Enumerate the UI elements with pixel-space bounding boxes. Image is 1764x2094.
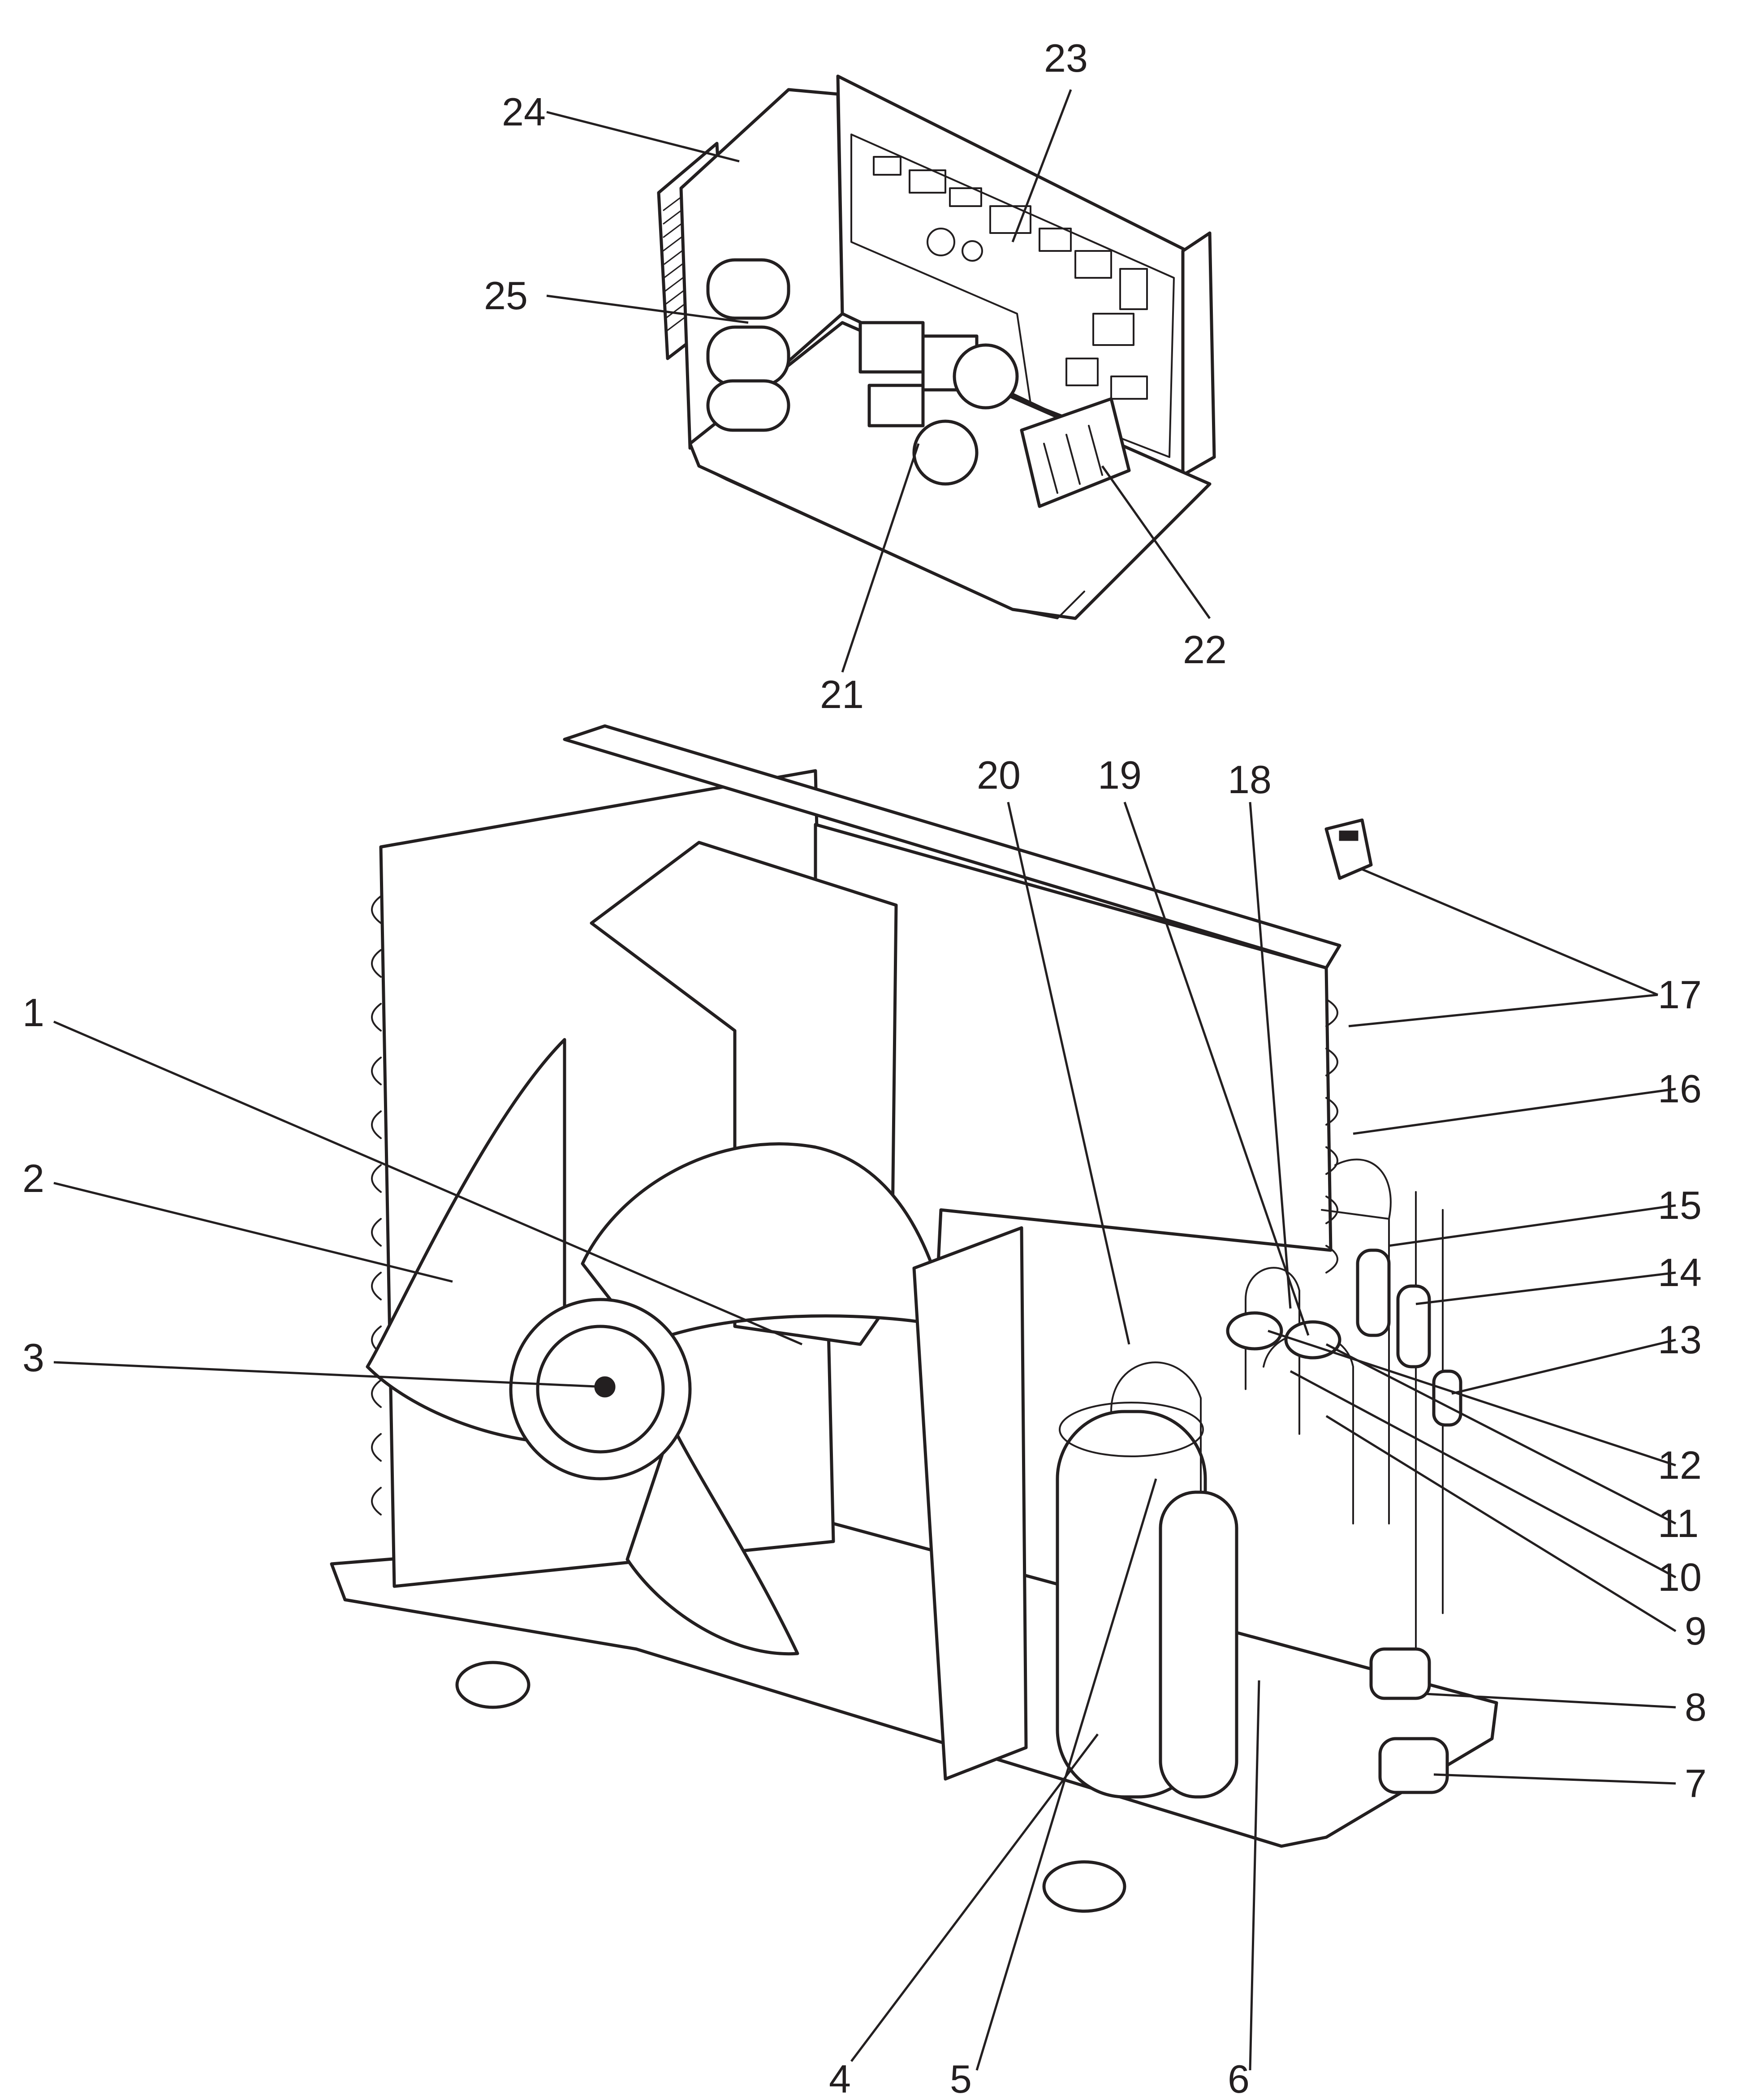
- callout-11: 11: [1658, 1501, 1699, 1546]
- callout-5: 5: [950, 2057, 972, 2094]
- wiring-connector: [1324, 818, 1373, 880]
- callout-9: 9: [1685, 1609, 1707, 1653]
- coil-right-bends: [1325, 998, 1338, 1274]
- foot-right: [1042, 1860, 1126, 1913]
- leader-22: [1101, 465, 1211, 619]
- top-rail: [563, 724, 1341, 970]
- leader-lines: [53, 89, 1677, 2071]
- leader-19: [1123, 802, 1310, 1336]
- leader-8: [1424, 1692, 1676, 1709]
- leader-13: [1451, 1338, 1676, 1395]
- outdoor-unit-assembly: [330, 724, 1498, 1913]
- callout-21: 21: [820, 672, 864, 717]
- callout-15: 15: [1658, 1183, 1702, 1227]
- box-right-wall: [1181, 231, 1216, 477]
- leader-3: [53, 1361, 605, 1388]
- callout-24: 24: [502, 90, 546, 134]
- callout-7: 7: [1685, 1761, 1707, 1805]
- fan-motor: [509, 1298, 692, 1481]
- propeller-fan: [366, 1038, 952, 1656]
- leader-24: [546, 111, 740, 163]
- leader-17a: [1362, 868, 1658, 996]
- leader-10: [1290, 1370, 1677, 1579]
- capacitors: [706, 258, 790, 432]
- callout-2: 2: [22, 1156, 44, 1200]
- callout-12: 12: [1658, 1443, 1702, 1487]
- box-front-flange: [698, 465, 1085, 619]
- leader-9: [1325, 1415, 1677, 1632]
- leader-25: [546, 294, 749, 324]
- foot-left: [455, 1661, 530, 1709]
- valve-cluster: [1226, 1248, 1462, 1427]
- callout-13: 13: [1658, 1317, 1702, 1362]
- accumulator: [1159, 1490, 1238, 1799]
- callout-19: 19: [1098, 753, 1142, 797]
- callout-4: 4: [829, 2057, 851, 2094]
- callout-23: 23: [1044, 36, 1088, 80]
- control-box-assembly: [657, 74, 1216, 620]
- callout-20: 20: [977, 753, 1021, 797]
- callout-14: 14: [1658, 1250, 1702, 1295]
- leader-21: [841, 443, 920, 673]
- leader-6: [1249, 1680, 1260, 2071]
- leader-15: [1389, 1204, 1676, 1247]
- leader-14: [1415, 1271, 1676, 1305]
- leader-4: [850, 1733, 1099, 2062]
- leader-11: [1325, 1343, 1677, 1525]
- leader-7: [1433, 1773, 1676, 1785]
- leader-1: [53, 1020, 802, 1346]
- leader-18: [1249, 802, 1292, 1309]
- callout-6: 6: [1228, 2057, 1250, 2094]
- callout-18: 18: [1228, 757, 1272, 802]
- service-valves: [1369, 1647, 1449, 1794]
- pcb-components: [873, 156, 1148, 400]
- main-pcb: [850, 134, 1175, 458]
- callout-8: 8: [1685, 1685, 1707, 1729]
- callout-10: 10: [1658, 1555, 1702, 1599]
- callout-labels: 1 2 3 4 5 6 7 8 9 10 11 12 13 14 15 16 1…: [22, 36, 1707, 2094]
- leader-16: [1353, 1088, 1676, 1135]
- leader-23: [1011, 89, 1072, 242]
- terminal-block: [1020, 397, 1131, 508]
- callout-1: 1: [22, 990, 44, 1035]
- leader-17b: [1348, 993, 1658, 1028]
- leader-5: [975, 1478, 1157, 2071]
- callout-17: 17: [1658, 972, 1702, 1017]
- callout-22: 22: [1183, 627, 1227, 672]
- filter-components: [858, 321, 1019, 486]
- coil-return-bends: [371, 895, 382, 1515]
- callout-25: 25: [484, 273, 528, 318]
- leader-12: [1268, 1330, 1676, 1467]
- callout-16: 16: [1658, 1066, 1702, 1111]
- leader-2: [53, 1182, 453, 1283]
- callout-3: 3: [22, 1335, 44, 1380]
- leader-20: [1007, 802, 1130, 1345]
- partition-plate: [912, 1226, 1028, 1781]
